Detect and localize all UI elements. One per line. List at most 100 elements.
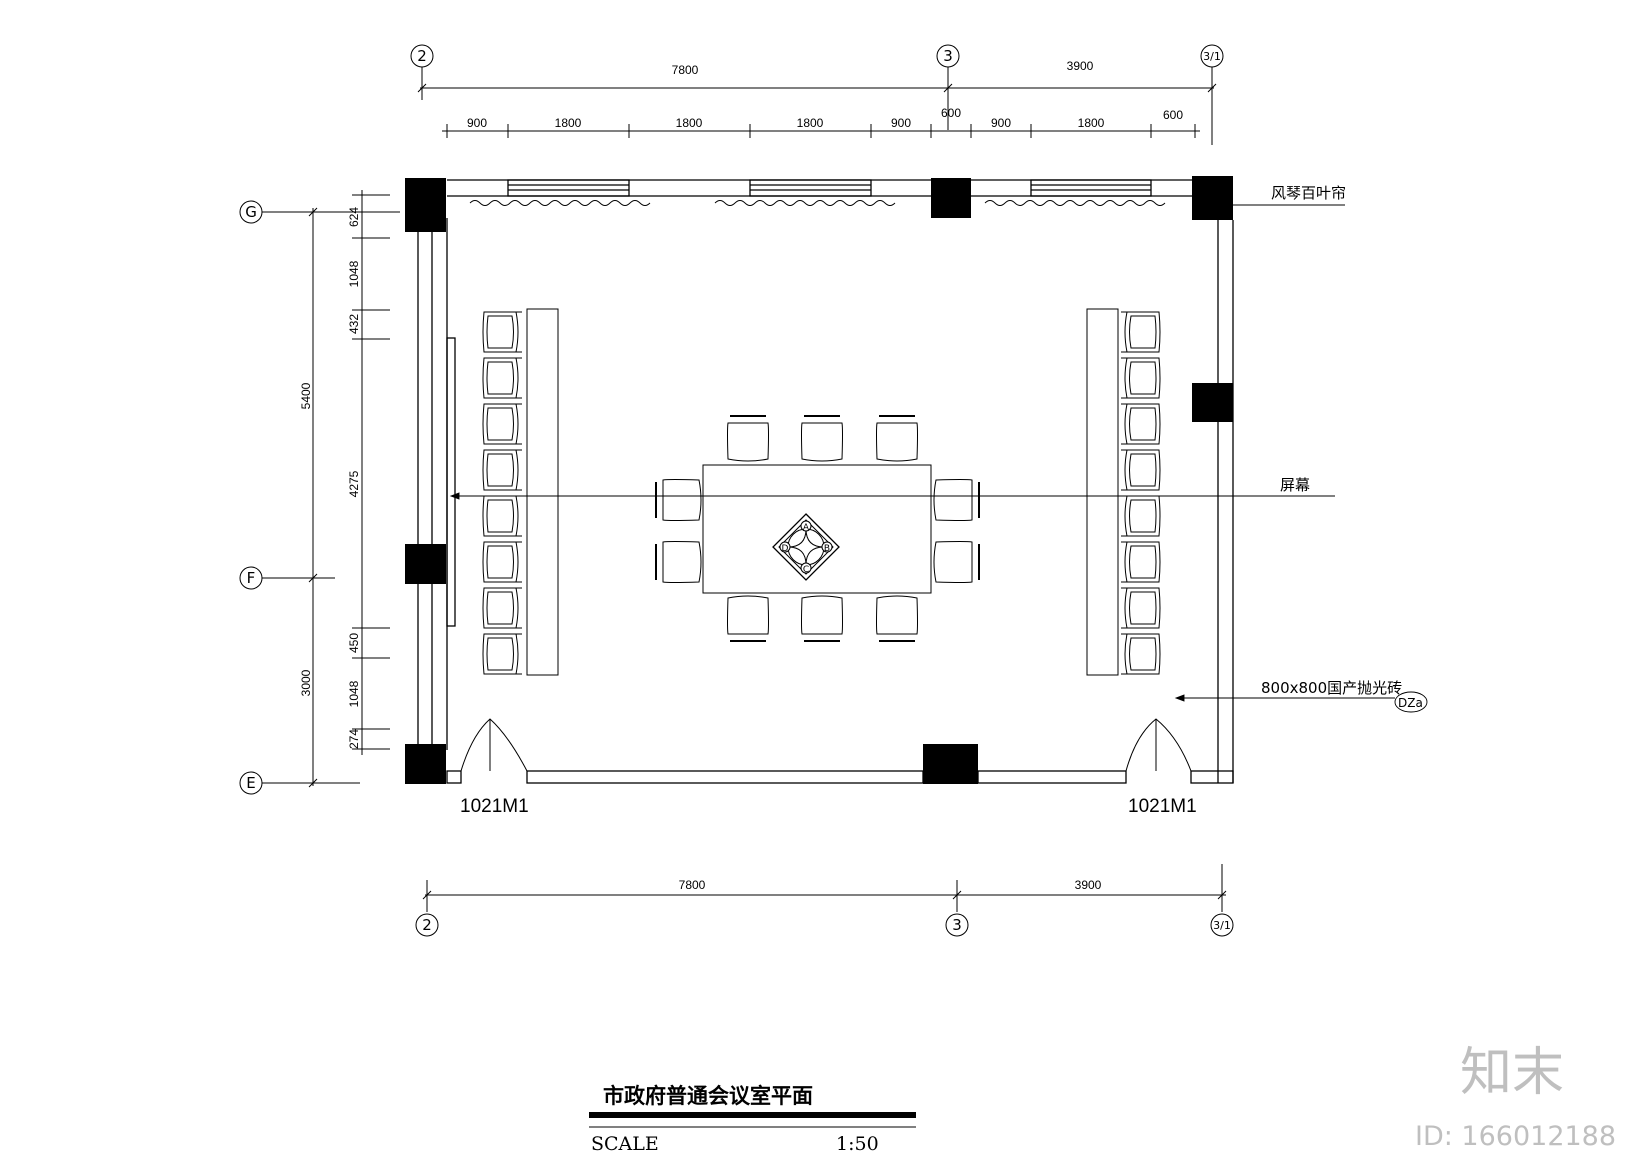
floor-medallion: A B C D [772,513,840,581]
dim-left-detail-5: 450 [347,633,361,653]
chair [933,479,980,521]
axis-bubble-3-bottom [945,913,969,937]
dim-left-detail-1: 624 [347,207,361,227]
column [405,544,446,584]
axis-label-3-bottom: 3 [952,916,962,934]
axis-label-3-top: 3 [943,47,953,65]
watermark-id: ID: 166012188 [1415,1121,1616,1152]
dim-detail-5: 900 [891,116,911,130]
column [931,178,971,218]
side-chairs-left [482,311,522,675]
chair [1121,403,1161,445]
chair [1121,357,1161,399]
axis-label-F: F [247,569,256,587]
chair [655,541,702,583]
chair [1121,311,1161,353]
medallion-label-c: C [803,565,809,575]
chair [801,595,843,642]
left-overall-dimension: 5400 3000 [299,207,318,788]
column [405,744,446,784]
chair [482,403,522,445]
dim-bottom-7800: 7800 [679,878,706,892]
annotation-leaders [449,204,1428,713]
chair [727,415,769,462]
chair [482,449,522,491]
chair [933,541,980,583]
chair [876,595,918,642]
chair [482,357,522,399]
medallion-label-d: D [782,544,789,554]
curtain-label: 风琴百叶帘 [1271,184,1346,202]
room-walls [417,179,1234,784]
axis-label-31-top: 3/1 [1203,50,1221,63]
top-detail-dimension: 900 1800 1800 1800 900 600 900 1800 600 [442,106,1200,138]
dim-detail-8: 1800 [1078,116,1105,130]
dim-top-7800: 7800 [672,63,699,77]
chair [482,587,522,629]
dim-left-detail-4: 4275 [347,470,361,497]
chair [482,633,522,675]
column [1192,383,1233,422]
floor-tile-label: 800x800国产抛光砖 [1261,679,1402,697]
dim-detail-9: 600 [1163,108,1183,122]
dim-left-3000: 3000 [299,669,313,696]
side-chairs-right [1121,311,1161,675]
dim-left-detail-3: 432 [347,314,361,334]
column [1192,176,1233,220]
dim-detail-6: 600 [941,106,961,120]
scale-value: 1:50 [836,1133,879,1155]
dim-bottom-3900: 3900 [1075,878,1102,892]
dim-left-detail-6: 1048 [347,680,361,707]
axis-bubble-31-bottom [1210,913,1234,937]
dim-detail-1: 900 [467,116,487,130]
structural-columns [405,176,1233,784]
chair [1121,633,1161,675]
axis-label-2-top: 2 [417,47,427,65]
title-block: 市政府普通会议室平面 SCALE 1:50 [589,1083,916,1155]
dim-detail-4: 1800 [797,116,824,130]
bottom-axis-bubbles: 2 3 3/1 [415,913,1234,937]
chair [1121,587,1161,629]
chair [482,495,522,537]
chair [1121,541,1161,583]
left-detail-dimension: 624 1048 432 4275 450 1048 274 [347,190,390,755]
floor-tile-tag: DZa [1398,696,1423,710]
dim-detail-3: 1800 [676,116,703,130]
doors [460,718,1192,772]
chair [1121,495,1161,537]
curtain-folds [469,200,1166,206]
axis-bubble-2-bottom [415,913,439,937]
chair [482,541,522,583]
left-axis-bubbles: G F E [239,200,400,795]
bottom-overall-dimension: 7800 3900 [422,864,1227,912]
door-label-right: 1021M1 [1128,796,1197,817]
dim-left-5400: 5400 [299,382,313,409]
dim-detail-7: 900 [991,116,1011,130]
dim-top-3900: 3900 [1067,59,1094,73]
scale-label: SCALE [591,1133,659,1155]
screen-label: 屏幕 [1280,476,1310,494]
dim-left-detail-7: 274 [347,729,361,749]
chair [482,311,522,353]
chair [727,595,769,642]
axis-label-E: E [246,774,255,792]
door-label-left: 1021M1 [460,796,529,817]
drawing-title: 市政府普通会议室平面 [603,1083,813,1108]
watermark-brand: 知末 [1460,1043,1564,1103]
top-axis-bubbles: 2 3 3/1 [410,44,1224,145]
side-desk-left [526,308,559,676]
dim-left-detail-2: 1048 [347,260,361,287]
axis-label-31-bottom: 3/1 [1213,919,1231,932]
axis-label-G: G [245,203,257,221]
chair [876,415,918,462]
column [405,178,446,232]
dim-detail-2: 1800 [555,116,582,130]
medallion-label-a: A [803,523,810,533]
top-overall-dimension: 7800 3900 [417,59,1217,93]
conference-chairs [655,415,980,642]
chair [1121,449,1161,491]
conference-table [702,464,932,594]
chair [801,415,843,462]
medallion-label-b: B [824,544,830,554]
